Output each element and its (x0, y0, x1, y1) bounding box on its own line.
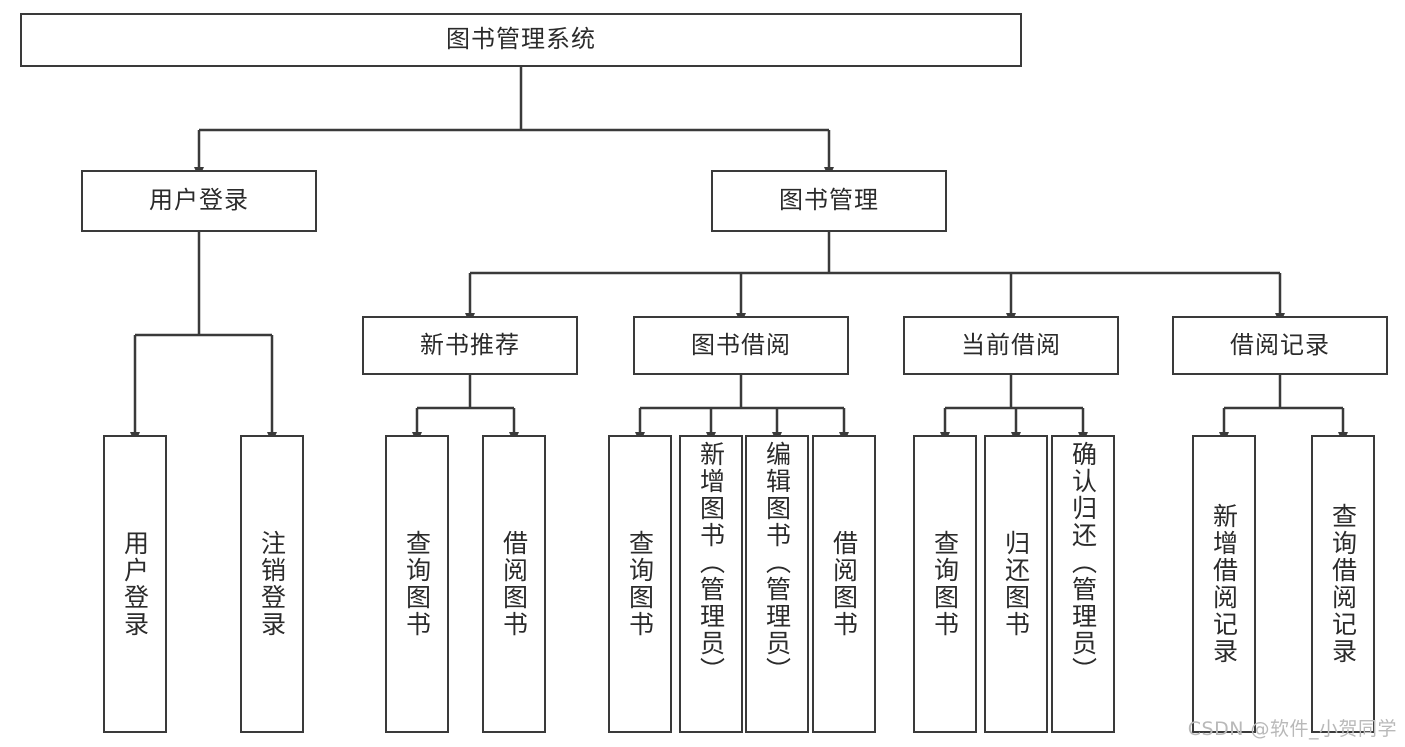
node-root-book-management-system[interactable]: 图书管理系统 (20, 13, 1022, 67)
node-book-borrow[interactable]: 图书借阅 (633, 316, 849, 375)
watermark-text: CSDN @软件_小贺同学 (1187, 718, 1397, 740)
node-label: 归还图书 (1001, 530, 1031, 638)
node-borrow-record[interactable]: 借阅记录 (1172, 316, 1388, 375)
node-leaf-borrow-book-2[interactable]: 借阅图书 (812, 435, 876, 733)
node-label: 图书管理 (779, 186, 879, 215)
node-label: 注销登录 (257, 530, 287, 638)
connector-group (130, 67, 1348, 443)
node-leaf-query-book-3[interactable]: 查询图书 (913, 435, 977, 733)
node-label: 新增图书（管理员） (696, 441, 726, 684)
node-label: 借阅记录 (1230, 330, 1330, 359)
node-leaf-logout[interactable]: 注销登录 (240, 435, 304, 733)
node-leaf-return-book[interactable]: 归还图书 (984, 435, 1048, 733)
node-user-login[interactable]: 用户登录 (81, 170, 317, 232)
node-label: 当前借阅 (961, 330, 1061, 359)
node-label: 编辑图书（管理员） (762, 441, 792, 684)
node-current-borrow[interactable]: 当前借阅 (903, 316, 1119, 375)
node-label: 新书推荐 (420, 330, 520, 359)
node-leaf-query-record[interactable]: 查询借阅记录 (1311, 435, 1375, 733)
node-label: 用户登录 (120, 530, 150, 638)
node-label: 图书借阅 (691, 330, 791, 359)
node-label: 查询图书 (930, 530, 960, 638)
node-label: 查询图书 (625, 530, 655, 638)
node-leaf-add-book[interactable]: 新增图书（管理员） (679, 435, 743, 733)
node-book-manage[interactable]: 图书管理 (711, 170, 947, 232)
node-label: 借阅图书 (499, 530, 529, 638)
node-label: 查询图书 (402, 530, 432, 638)
node-label: 查询借阅记录 (1328, 503, 1358, 665)
node-leaf-query-book-2[interactable]: 查询图书 (608, 435, 672, 733)
node-label: 图书管理系统 (446, 25, 596, 54)
node-leaf-add-record[interactable]: 新增借阅记录 (1192, 435, 1256, 733)
node-leaf-borrow-book-1[interactable]: 借阅图书 (482, 435, 546, 733)
node-label: 确认归还（管理员） (1068, 441, 1098, 684)
node-leaf-edit-book[interactable]: 编辑图书（管理员） (745, 435, 809, 733)
node-leaf-query-book-1[interactable]: 查询图书 (385, 435, 449, 733)
node-new-book-recommend[interactable]: 新书推荐 (362, 316, 578, 375)
node-label: 新增借阅记录 (1209, 503, 1239, 665)
node-leaf-user-login[interactable]: 用户登录 (103, 435, 167, 733)
node-label: 借阅图书 (829, 530, 859, 638)
node-label: 用户登录 (149, 186, 249, 215)
node-leaf-confirm-return[interactable]: 确认归还（管理员） (1051, 435, 1115, 733)
